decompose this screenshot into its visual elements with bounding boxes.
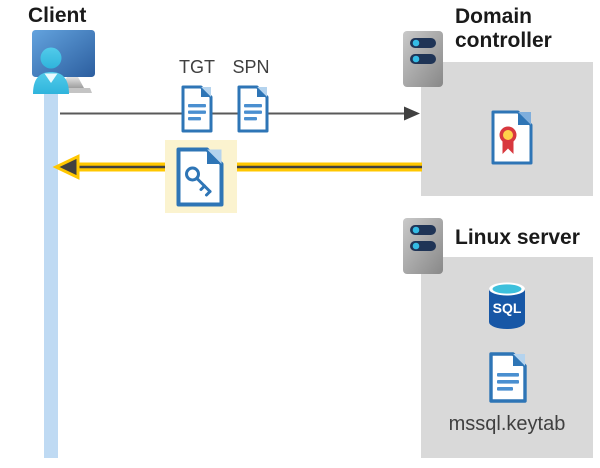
key-glyph [185,166,212,197]
spn-label: SPN [232,57,270,77]
domain-controller-server-icon [403,31,443,87]
keytab-document-icon [489,352,527,403]
spn-document-icon [237,85,269,133]
linux-server-title: Linux server [455,226,580,249]
tgt-document-icon [181,85,213,133]
client-icon [32,30,95,94]
request-arrow [60,106,420,121]
linux-server-icon [403,218,443,274]
sql-badge-text: SQL [493,300,522,316]
client-title: Client [28,4,87,27]
person-icon [33,47,69,94]
response-arrow [52,154,422,180]
domain-controller-title: Domain controller [455,5,552,53]
keytab-filename-label: mssql.keytab [448,413,566,435]
tgt-label: TGT [179,57,215,77]
sql-database-icon: SQL [489,282,525,329]
certificate-icon [491,110,533,165]
key-document-icon [176,147,224,207]
client-lifeline [44,93,58,458]
